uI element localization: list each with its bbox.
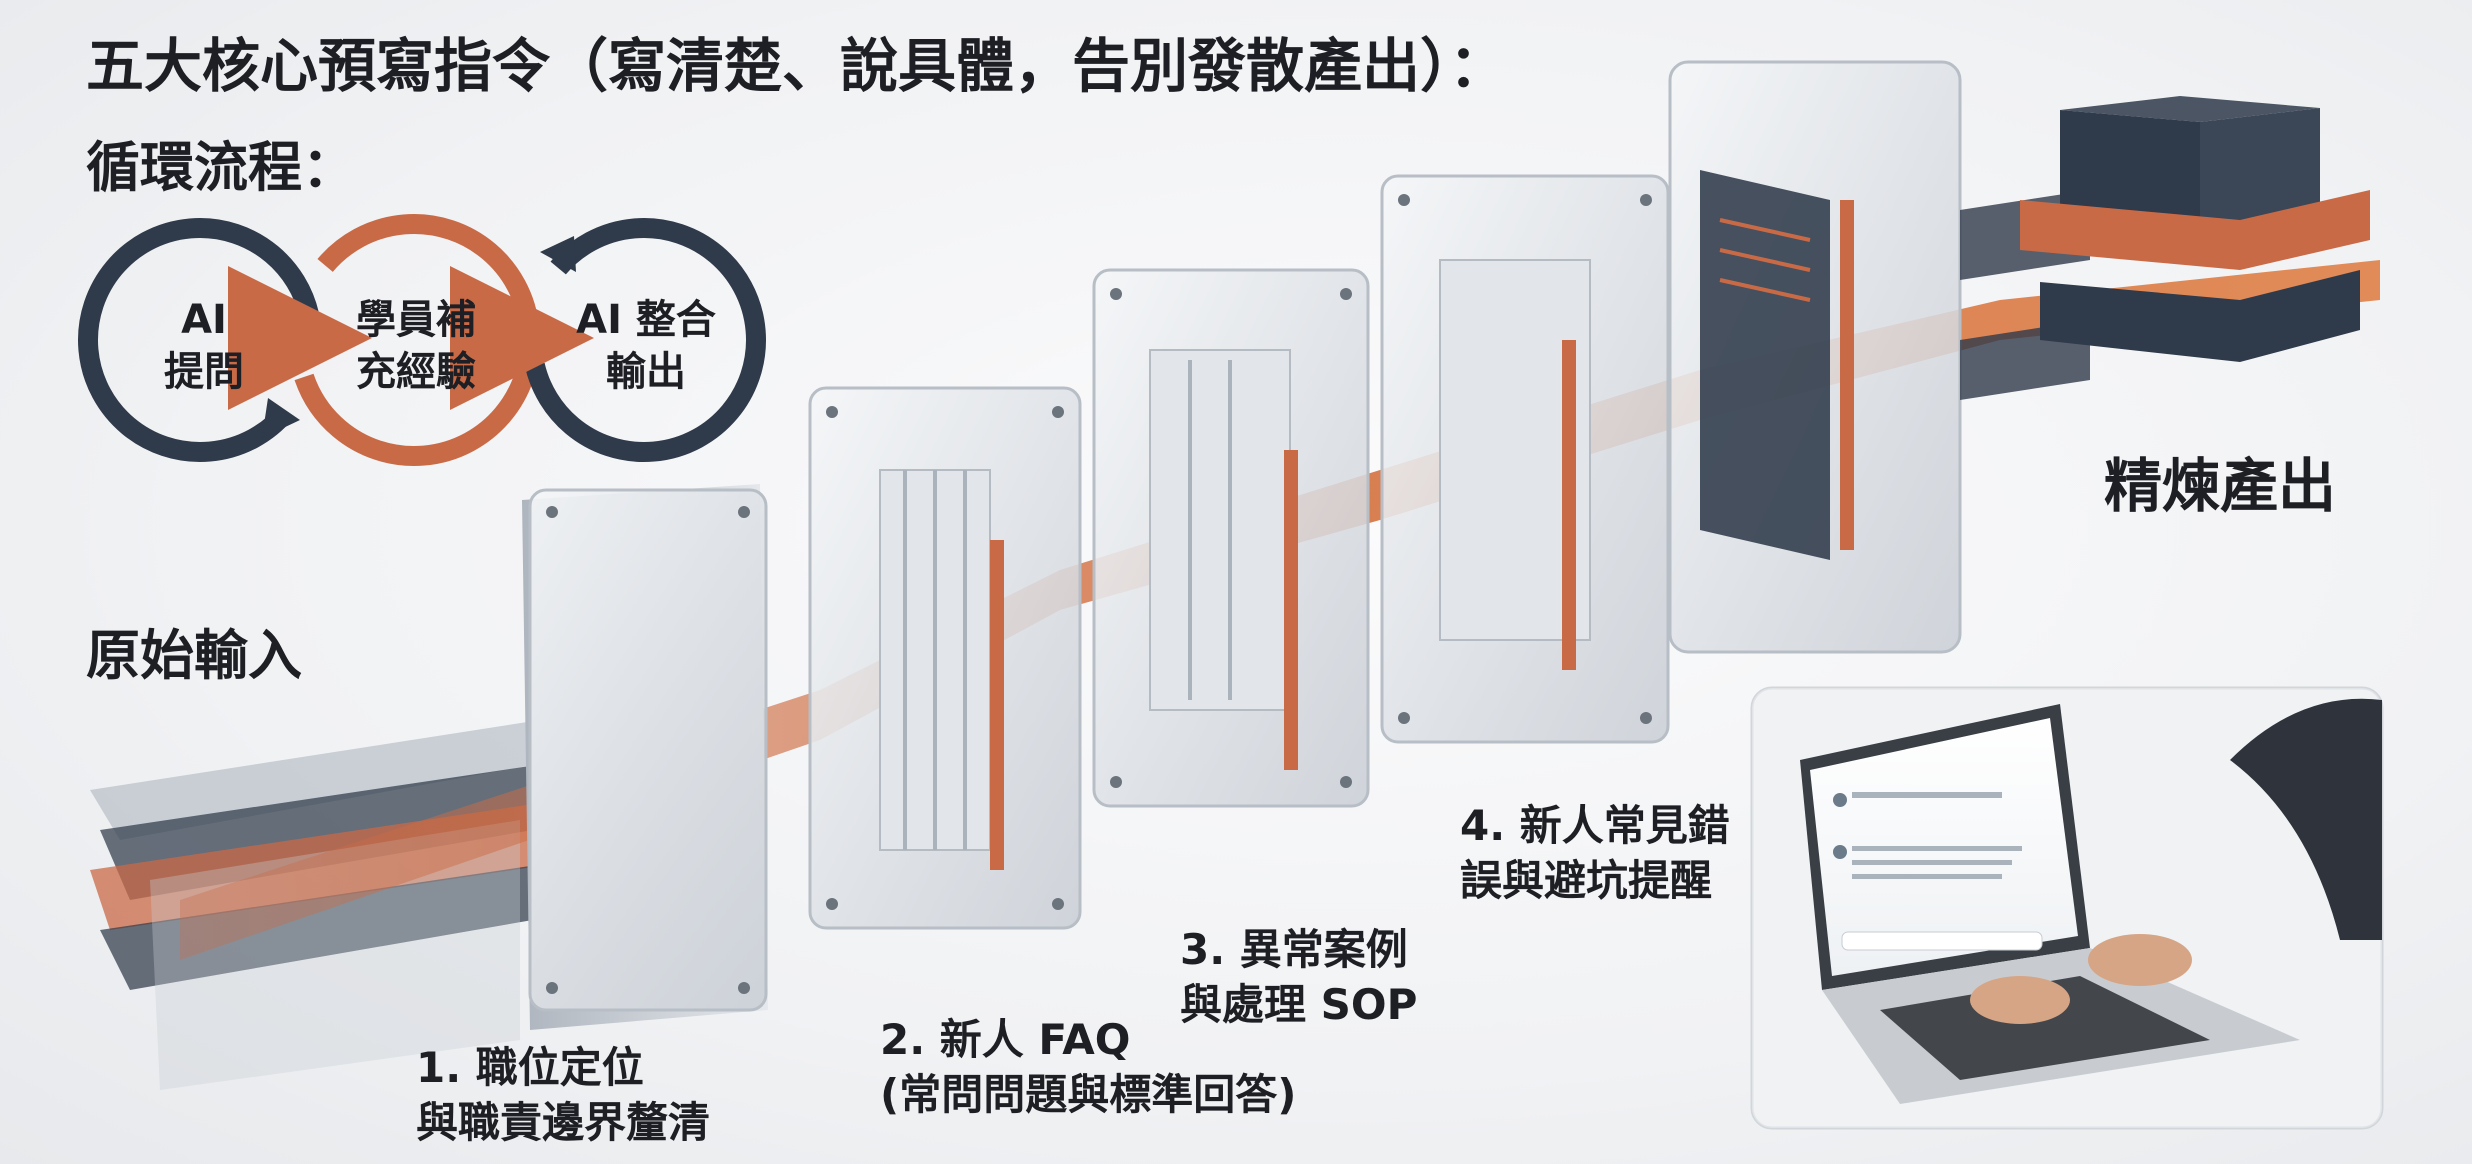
- filter-plate-2: [808, 386, 1082, 930]
- cycle-diagram: [78, 214, 766, 466]
- cycle-arrowhead-1: [262, 398, 300, 438]
- stage-2-label: 2. 新人 FAQ (常問問題與標準回答): [880, 1015, 1297, 1120]
- filter-plate-4: [1380, 174, 1670, 744]
- stage-1-label: 1. 職位定位 與職責邊界釐清: [416, 1043, 711, 1148]
- cycle-step-learner-add: 學員補 充經驗: [356, 297, 476, 395]
- person-hand-right: [2088, 934, 2192, 986]
- stage-4-label: 4. 新人常見錯 誤與避坑提醒: [1460, 801, 1730, 906]
- cycle-label: 循環流程：: [86, 136, 356, 199]
- output-block: [1960, 96, 2370, 400]
- filter-plate-1: [522, 484, 768, 1030]
- cycle-step-ai-ask: AI 提問: [164, 297, 244, 395]
- page-title: 五大核心預寫指令（寫清楚、說具體，告別發散產出）：: [86, 32, 1508, 100]
- output-label: 精煉產出: [2104, 452, 2337, 520]
- cycle-step-ai-merge: AI 整合 輸出: [576, 297, 716, 395]
- person-arm: [2230, 698, 2382, 940]
- filter-plate-3: [1092, 268, 1370, 808]
- input-label: 原始輸入: [86, 624, 302, 687]
- laptop-photo: [1750, 686, 2384, 1130]
- cycle-arrowhead-3: [540, 236, 576, 272]
- filter-plate-5: [1668, 60, 1962, 654]
- stage-3-label: 3. 異常案例 與處理 SOP: [1180, 925, 1418, 1030]
- person-hand-left: [1970, 976, 2070, 1024]
- cycle-ring-learner-add: [288, 214, 540, 466]
